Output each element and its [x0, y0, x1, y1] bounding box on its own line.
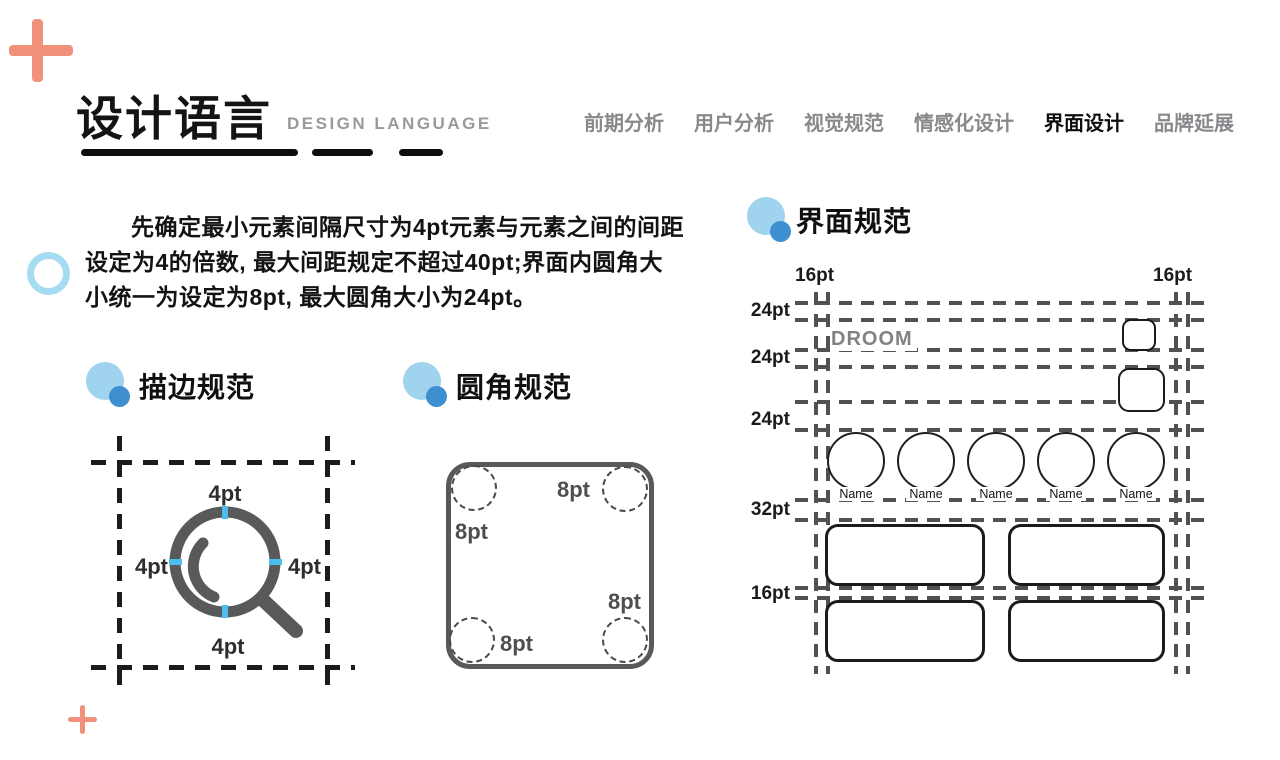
dashed-guide-line	[91, 460, 355, 465]
horizontal-guide-line	[795, 318, 1210, 322]
corner-radius-circle-top-left	[451, 465, 497, 511]
title-underline-long	[81, 149, 298, 156]
stroke-tick-label-bottom: 4pt	[211, 634, 245, 659]
content-card	[1008, 600, 1165, 662]
corner-label-bottom-left: 8pt	[500, 631, 533, 656]
horizontal-guide-line	[795, 428, 1210, 432]
avatar-name-label: Name	[967, 487, 1025, 501]
stroke-tick-top	[222, 506, 228, 519]
corner-radius-circle-top-right	[602, 466, 648, 512]
nav-item-pre-analysis[interactable]: 前期分析	[584, 113, 664, 135]
content-card	[1008, 524, 1165, 586]
nav-item-brand-extension[interactable]: 品牌延展	[1154, 113, 1234, 135]
wireframe-small-square	[1122, 319, 1156, 351]
spacing-label-24pt-1: 24pt	[750, 300, 790, 321]
magnifier-icon	[169, 506, 303, 638]
bubble-small-icon	[426, 386, 447, 407]
corner-radius-circle-bottom-right	[602, 617, 648, 663]
page-title: 设计语言	[76, 92, 272, 145]
stroke-section-title: 描边规范	[139, 372, 256, 403]
avatar-circle	[1037, 432, 1095, 490]
vertical-guide-line	[826, 292, 830, 674]
content-card	[825, 600, 985, 662]
stroke-tick-right	[269, 559, 282, 565]
corner-label-bottom-right: 8pt	[608, 589, 641, 614]
ring-decoration	[27, 252, 70, 295]
spacing-label-16pt: 16pt	[750, 583, 790, 604]
section-bullet-icon	[747, 197, 793, 243]
wireframe-logo-text: DROOM	[831, 328, 917, 351]
content-card	[825, 524, 985, 586]
nav-item-user-analysis[interactable]: 用户分析	[694, 113, 774, 135]
horizontal-guide-line	[795, 348, 1210, 352]
interface-section-title: 界面规范	[796, 206, 913, 237]
corner-section-title: 圆角规范	[456, 372, 573, 403]
avatar-circle	[967, 432, 1025, 490]
page-subtitle: DESIGN LANGUAGE	[287, 114, 492, 133]
horizontal-guide-line	[795, 518, 1210, 522]
section-bullet-icon	[86, 362, 132, 408]
horizontal-guide-line	[795, 586, 1210, 590]
nav-item-interface-design-active[interactable]: 界面设计	[1044, 113, 1124, 135]
horizontal-guide-line	[795, 596, 1210, 600]
vertical-guide-line	[1186, 292, 1190, 674]
stroke-tick-label-right: 4pt	[288, 554, 321, 579]
stroke-tick-label-top: 4pt	[208, 481, 242, 506]
avatar-circle	[897, 432, 955, 490]
avatar-name-label: Name	[1037, 487, 1095, 501]
margin-label-top-left: 16pt	[795, 265, 835, 286]
spacing-label-24pt-2: 24pt	[750, 347, 790, 368]
bubble-small-icon	[770, 221, 791, 242]
nav-item-emotional-design[interactable]: 情感化设计	[914, 113, 1014, 135]
top-nav: 前期分析 用户分析 视觉规范 情感化设计 界面设计 品牌延展	[584, 107, 1234, 136]
stroke-tick-left	[169, 559, 182, 565]
margin-label-top-right: 16pt	[1153, 265, 1193, 286]
nav-item-visual-spec[interactable]: 视觉规范	[804, 113, 884, 135]
corner-label-top-right: 8pt	[557, 477, 590, 502]
corner-radius-circle-bottom-left	[449, 617, 495, 663]
title-underline-short	[399, 149, 443, 156]
avatar-name-label: Name	[1107, 487, 1165, 501]
avatar-name-label: Name	[827, 487, 885, 501]
dashed-guide-line	[117, 436, 122, 696]
avatar-name-label: Name	[897, 487, 955, 501]
horizontal-guide-line	[795, 400, 1210, 404]
stroke-tick-bottom	[222, 605, 228, 618]
plus-icon	[9, 45, 73, 56]
spacing-label-24pt-3: 24pt	[750, 409, 790, 430]
stroke-tick-label-left: 4pt	[135, 554, 168, 579]
vertical-guide-line	[1174, 292, 1178, 674]
dashed-guide-line	[91, 665, 355, 670]
intro-paragraph: 先确定最小元素间隔尺寸为4pt元素与元素之间的间距设定为4的倍数, 最大间距规定…	[85, 214, 684, 310]
section-bullet-icon	[403, 362, 449, 408]
bubble-small-icon	[109, 386, 130, 407]
horizontal-guide-line	[795, 301, 1210, 305]
dashed-guide-line	[325, 436, 330, 696]
title-underline-medium	[312, 149, 373, 156]
horizontal-guide-line	[795, 365, 1210, 369]
corner-label-top-left: 8pt	[455, 519, 488, 544]
spacing-label-32pt: 32pt	[750, 499, 790, 520]
avatar-circle	[1107, 432, 1165, 490]
avatar-circle	[827, 432, 885, 490]
vertical-guide-line	[814, 292, 818, 674]
wireframe-large-square	[1118, 368, 1165, 412]
plus-icon	[68, 717, 97, 722]
